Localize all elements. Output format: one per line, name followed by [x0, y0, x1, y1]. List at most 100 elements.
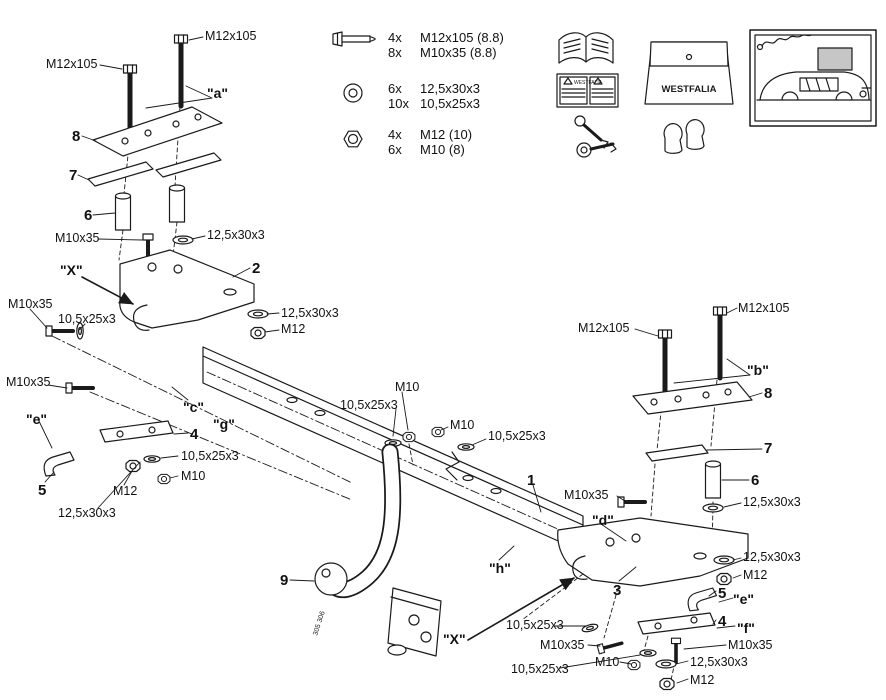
- fastener-label: 10,5x25x3: [488, 429, 546, 443]
- fastener-table: 4x 8x M12x105 (8.8) M10x35 (8.8) 6x 10x …: [331, 26, 561, 157]
- fastener-label: M10: [595, 655, 620, 669]
- fastener-spec: M10 (8): [420, 142, 465, 157]
- washer-10x25: [457, 443, 475, 451]
- fastener-label: M10x35: [8, 297, 53, 311]
- part-number-label: 8: [764, 385, 773, 402]
- part-number-label: 4: [718, 613, 727, 630]
- part-number-label: 2: [252, 260, 261, 277]
- fastener-qty: 4x: [388, 127, 402, 142]
- ball-hitch-9: 305 306: [312, 443, 442, 657]
- washer-12x30: [713, 555, 735, 565]
- nut-icon: [331, 127, 388, 150]
- part-number-label: 9: [280, 572, 289, 589]
- part-number-label: 6: [751, 472, 760, 489]
- fastener-qty: 4x: [388, 30, 402, 45]
- tow-ball: [314, 562, 348, 596]
- spacer-bar-7: [645, 444, 709, 462]
- cover-caps-icon: [663, 119, 705, 154]
- fastener-qty: 6x: [388, 81, 402, 96]
- part-number-label: 6: [84, 207, 93, 224]
- bolt-m10x35: [64, 381, 95, 395]
- position-label: "c": [183, 399, 205, 415]
- position-label: "b": [747, 362, 769, 378]
- fastener-label: M12: [690, 673, 715, 687]
- ball-stamp: 305 306: [312, 610, 327, 636]
- manual-icon: [558, 32, 614, 64]
- fastener-label: 12,5x30x3: [207, 228, 265, 242]
- top-plate-8: [632, 381, 753, 415]
- bolt-m10x35: [44, 324, 75, 338]
- washer-10x25: [143, 455, 161, 463]
- position-label: "e": [733, 591, 755, 607]
- fastener-label: M12x105: [205, 29, 257, 43]
- part-number-label: 7: [69, 167, 78, 184]
- fastener-label: M12x105: [46, 57, 98, 71]
- detail-x-arrows: [81, 276, 575, 641]
- fastener-qty: 10x: [388, 96, 409, 111]
- fastener-label: M10: [181, 469, 206, 483]
- fastener-spec: 10,5x25x3: [420, 96, 480, 111]
- position-label: "f": [737, 620, 755, 636]
- fastener-label: M10: [395, 380, 420, 394]
- nut-m10: [627, 659, 641, 671]
- washer-12x30: [655, 659, 677, 669]
- clamp-bracket-4: [637, 612, 716, 635]
- nut-m12: [659, 677, 675, 691]
- fastener-label: M12: [743, 568, 768, 582]
- fastener-label: 10,5x25x3: [506, 618, 564, 632]
- spacer-tube-6: [704, 460, 722, 499]
- sticker-brand-text: WESTFALIA: [574, 80, 603, 86]
- bolt-m10x35: [669, 636, 683, 665]
- fastener-label: M10: [450, 418, 475, 432]
- fastener-row-washers: 6x 10x 12,5x30x3 10,5x25x3: [331, 81, 480, 111]
- side-bracket-3: [557, 517, 749, 587]
- part-number-label: 1: [527, 472, 536, 489]
- washer-10x25: [639, 649, 657, 657]
- fastener-label: M12x105: [578, 321, 630, 335]
- fastener-spec: M10x35 (8.8): [420, 45, 497, 60]
- bolt-m10x35: [616, 495, 647, 509]
- bolt-m10x35: [595, 637, 625, 656]
- part-number-label: 7: [764, 440, 773, 457]
- washer-icon: [331, 81, 388, 104]
- fastener-label: 10,5x25x3: [511, 662, 569, 676]
- fastener-label: M10x35: [540, 638, 585, 652]
- part-number-label: 8: [72, 128, 81, 145]
- vehicle-install-icon: [749, 29, 877, 127]
- clamp-bracket-4: [99, 420, 174, 443]
- nut-m10: [402, 431, 416, 443]
- fastener-label: M12: [113, 484, 138, 498]
- position-label: "a": [207, 85, 229, 101]
- fastener-spec: 12,5x30x3: [420, 81, 480, 96]
- fastener-spec: M12 (10): [420, 127, 473, 142]
- washer-10x25: [580, 622, 600, 634]
- spacer-tube-6: [168, 184, 186, 223]
- bag-brand-text: WESTFALIA: [662, 84, 717, 95]
- fastener-label: M12: [281, 322, 306, 336]
- top-plate-8: [92, 106, 223, 157]
- leader-lines: [29, 36, 763, 684]
- fastener-label: M10x35: [564, 488, 609, 502]
- position-label: "e": [26, 411, 48, 427]
- tool-keys-icon: [574, 115, 617, 158]
- fastener-spec: M12x105 (8.8): [420, 30, 504, 45]
- warning-sticker-icon: WESTFALIA: [556, 73, 619, 108]
- part-number-label: 5: [38, 482, 47, 499]
- spacer-bars-7: [87, 152, 222, 187]
- position-label: "X": [443, 631, 466, 647]
- fastener-label: 12,5x30x3: [743, 495, 801, 509]
- fastener-qty: 6x: [388, 142, 402, 157]
- side-bracket-2: [119, 249, 255, 331]
- guide-lines: [51, 335, 619, 639]
- fastener-label: 10,5x25x3: [181, 449, 239, 463]
- part-number-label: 5: [718, 585, 727, 602]
- washer-12x30: [247, 309, 269, 319]
- fastener-label: 10,5x25x3: [340, 398, 398, 412]
- fastener-row-bolts: 4x 8x M12x105 (8.8) M10x35 (8.8): [331, 30, 504, 60]
- bolt-m12x105: [175, 35, 188, 106]
- fastener-row-nuts: 4x 6x M12 (10) M10 (8): [331, 127, 472, 157]
- fastener-label: M10x35: [728, 638, 773, 652]
- bolt-icon: [331, 30, 388, 47]
